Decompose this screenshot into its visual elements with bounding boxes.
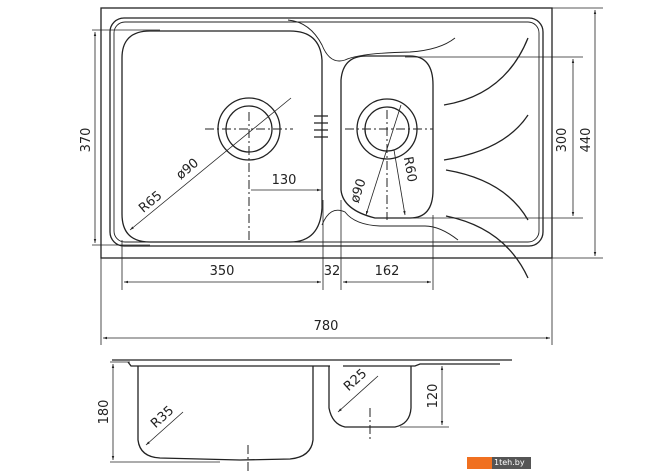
top-view: 370 300 440 780 350 32 162 130 R65 ø90 ø…	[79, 7, 603, 345]
leader-r60	[393, 149, 406, 216]
rim-profile	[127, 361, 500, 367]
label-370: 370	[79, 128, 94, 153]
label-r35: R35	[148, 403, 177, 431]
label-large-diameter: ø90	[174, 156, 202, 183]
extension-line	[100, 258, 553, 345]
extension-line	[405, 56, 583, 219]
label-130: 130	[272, 173, 297, 188]
small-bowl-profile	[328, 366, 412, 428]
outer-outline	[100, 7, 553, 259]
label-r60: R60	[400, 155, 419, 183]
label-r65: R65	[136, 188, 165, 216]
leader-r25	[337, 375, 379, 413]
rim-outer	[109, 17, 544, 247]
extension-line	[121, 200, 434, 290]
leader-r65	[129, 97, 292, 231]
rim-inner	[113, 21, 540, 243]
extension-line	[92, 29, 160, 246]
watermark: 1teh.by	[467, 457, 531, 469]
side-view: 180 120 R35 R25	[97, 359, 512, 471]
extension-line	[110, 361, 449, 463]
label-780: 780	[314, 319, 339, 334]
watermark-logo	[467, 457, 492, 469]
drain-centerline	[247, 408, 371, 471]
leader-small-drain	[365, 104, 402, 216]
overflow-slots	[314, 115, 328, 138]
drainboard-rib	[445, 215, 529, 279]
drainboard-rib	[445, 169, 529, 221]
label-300: 300	[555, 128, 570, 153]
small-drain-centerline	[345, 110, 433, 220]
label-440: 440	[579, 128, 594, 153]
watermark-text: 1teh.by	[492, 457, 531, 469]
extension-line	[552, 7, 603, 259]
label-r25: R25	[341, 366, 370, 394]
label-120: 120	[426, 384, 441, 409]
label-small-diameter: ø90	[348, 177, 370, 205]
label-32: 32	[324, 264, 341, 279]
label-350: 350	[210, 264, 235, 279]
bowl-divider	[287, 19, 459, 241]
drainboard-rib	[443, 37, 529, 106]
large-bowl-profile	[137, 366, 314, 461]
leader-r35	[145, 411, 184, 446]
drainboard-rib	[443, 114, 529, 161]
large-bowl	[121, 30, 323, 243]
large-drain-centerline	[205, 112, 293, 240]
label-180: 180	[97, 400, 112, 425]
label-162: 162	[375, 264, 400, 279]
